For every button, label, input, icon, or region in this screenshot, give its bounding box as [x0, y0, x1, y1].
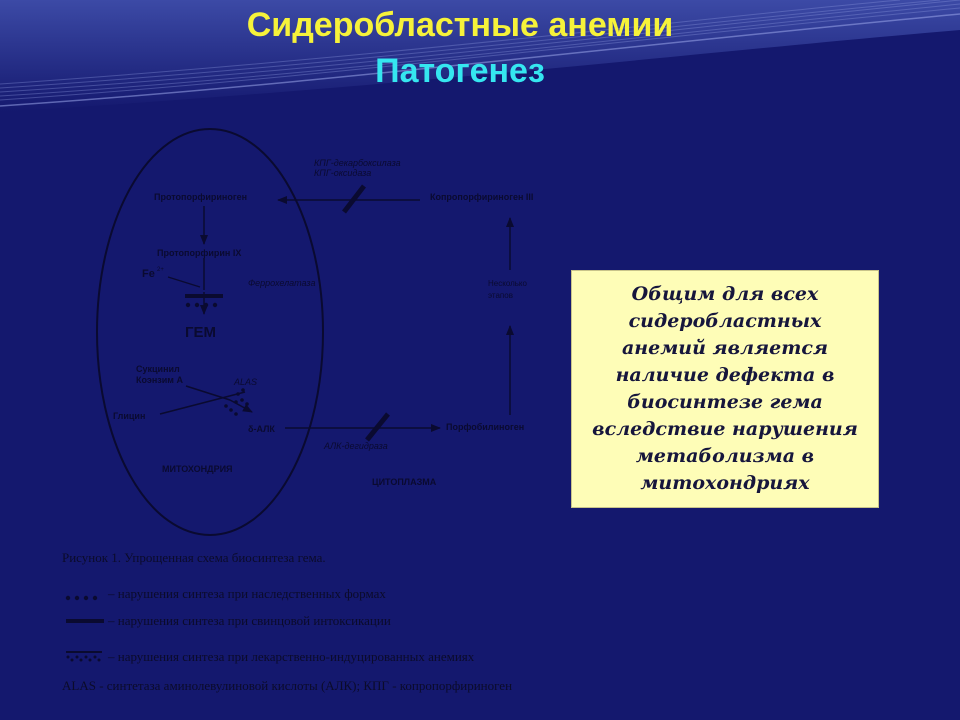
figure-caption: Рисунок 1. Упрощенная схема биосинтеза г… — [62, 550, 326, 565]
glycine-label: Глицин — [113, 411, 145, 421]
mitochondria-ellipse — [96, 128, 324, 536]
heme-label: ГЕМ — [185, 324, 216, 341]
abbreviations-note: ALAS - синтетаза аминолевулиновой кислот… — [62, 678, 513, 693]
coproporphyrinogen-label: Копропорфириноген III — [430, 192, 533, 202]
several-steps-label-2: этапов — [488, 291, 513, 300]
several-steps-label-1: Несколько — [488, 279, 528, 288]
line-succinyl — [185, 385, 231, 401]
legend-drug-marker — [66, 651, 102, 662]
legend-hereditary: – нарушения синтеза при наследственных ф… — [108, 586, 386, 601]
alk-dehydrase-label: АЛК-дегидраза — [323, 441, 388, 451]
line-fe — [167, 276, 201, 288]
succinyl-label-1: Сукцинил — [136, 364, 180, 374]
hereditary-dots-ferrochelatase — [185, 302, 218, 308]
legend-dots-marker — [65, 595, 98, 601]
cytoplasm-label: ЦИТОПЛАЗМА — [372, 477, 437, 487]
fe-label: Fe — [142, 268, 155, 280]
protoporphyrinogen-label: Протопорфириноген — [154, 192, 247, 202]
dalk-label: δ-АЛК — [248, 424, 275, 434]
protoporphyrin-label: Протопорфирин IX — [157, 248, 241, 258]
conclusion-callout: Общим для всех сидеробластных анемий явл… — [571, 270, 879, 508]
slide-title: Сидеробластные анемии — [246, 6, 674, 44]
fe-charge-label: 2+ — [157, 267, 164, 273]
succinyl-label-2: Коэнзим А — [136, 375, 183, 385]
legend-lead: – нарушения синтеза при свинцовой интокс… — [108, 613, 391, 628]
conclusion-text: Общим для всех сидеробластных анемий явл… — [592, 283, 858, 494]
legend-drug-induced: – нарушения синтеза при лекарственно-инд… — [108, 649, 475, 664]
mitochondria-label: МИТОХОНДРИЯ — [162, 464, 233, 474]
line-glycine — [159, 391, 246, 415]
slide-subtitle: Патогенез — [375, 52, 545, 90]
kpg-enzyme-label-1: КПГ-декарбоксилаза — [314, 158, 401, 168]
porphobilinogen-label: Порфобилиноген — [446, 422, 524, 432]
lead-block-kpg — [342, 184, 366, 214]
kpg-enzyme-label-2: КПГ-оксидаза — [314, 168, 371, 178]
lead-block-alk — [365, 412, 390, 442]
alas-defect-dots — [224, 388, 249, 416]
ferrochelatase-label: Феррохелатаза — [248, 278, 315, 288]
alas-label: ALAS — [233, 377, 257, 387]
arrow-to-dalk — [229, 399, 253, 413]
